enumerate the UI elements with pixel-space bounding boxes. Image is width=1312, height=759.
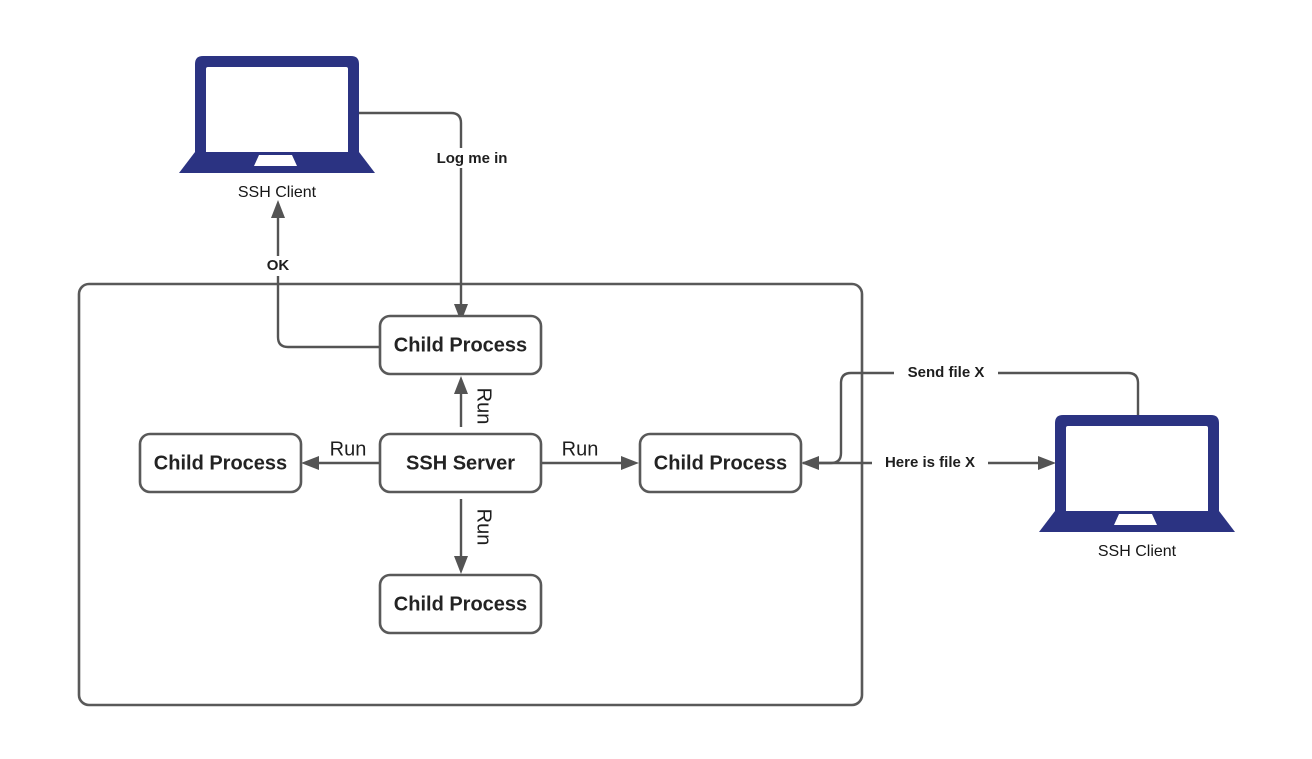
edge-label-log-me-in-text: Log me in <box>437 150 508 167</box>
device-ssh-client-right-label: SSH Client <box>1098 543 1177 560</box>
edge-label-run-right-text: Run <box>562 438 599 460</box>
node-ssh-server[interactable]: SSH Server <box>378 432 543 494</box>
edge-label-send-file-x-text: Send file X <box>908 364 985 381</box>
node-child-process-bottom[interactable]: Child Process <box>378 573 543 635</box>
node-ssh-server-box[interactable] <box>378 432 543 494</box>
edge-label-ok: OK <box>258 256 289 276</box>
edge-log-me-in-line <box>357 111 463 312</box>
node-child-process-bottom-box[interactable] <box>378 573 543 635</box>
edge-log-me-in <box>357 111 468 322</box>
edge-label-run-up: Run <box>473 388 495 425</box>
edge-run-up <box>454 376 468 427</box>
edge-label-here-is-file-x-bg <box>872 453 988 473</box>
server-host-container <box>77 282 864 707</box>
node-child-process-top-box[interactable] <box>378 314 543 376</box>
laptop-top-screen-display <box>206 67 348 155</box>
edge-here-is-file-x-arrowhead <box>1038 456 1056 470</box>
edge-label-send-file-x: Send file X <box>894 363 998 383</box>
edge-label-run-up-text: Run <box>473 388 495 425</box>
edge-ok-arrowhead <box>271 200 285 218</box>
edge-label-run-left: Run <box>325 437 371 460</box>
edge-label-run-left-text: Run <box>330 438 367 460</box>
edge-label-run-left-bg <box>325 437 371 459</box>
node-child-process-right-label: Child Process <box>654 452 787 474</box>
edge-label-run-right-bg <box>557 437 603 459</box>
node-child-process-left-label: Child Process <box>154 452 287 474</box>
edge-run-up-arrowhead <box>454 376 468 394</box>
edge-label-log-me-in-bg <box>412 148 512 168</box>
edge-run-down <box>454 499 468 574</box>
edge-ok <box>271 200 380 349</box>
edge-label-here-is-file-x: Here is file X <box>872 453 988 473</box>
node-ssh-server-label: SSH Server <box>406 452 515 474</box>
edge-label-ok-text: OK <box>267 257 290 274</box>
device-ssh-client-top[interactable]: SSH Client <box>179 56 375 201</box>
laptop-right-notch <box>1114 514 1157 525</box>
edge-label-here-is-file-x-text: Here is file X <box>885 454 975 471</box>
edge-label-send-file-x-bg <box>894 363 998 383</box>
edge-run-left <box>301 456 380 470</box>
edge-label-log-me-in: Log me in <box>412 148 512 168</box>
node-child-process-top[interactable]: Child Process <box>378 314 543 376</box>
laptop-top-notch <box>254 155 297 166</box>
node-child-process-right-box[interactable] <box>638 432 803 494</box>
node-child-process-top-label: Child Process <box>394 334 527 356</box>
edge-label-run-down-text: Run <box>473 509 495 546</box>
node-child-process-right[interactable]: Child Process <box>638 432 803 494</box>
node-child-process-bottom-label: Child Process <box>394 593 527 615</box>
edge-run-right <box>541 456 639 470</box>
device-ssh-client-top-label: SSH Client <box>238 184 317 201</box>
edge-log-me-in-arrowhead <box>454 304 468 322</box>
node-child-process-left[interactable]: Child Process <box>138 432 303 494</box>
edge-label-run-down: Run <box>473 509 495 546</box>
edge-label-run-right: Run <box>557 437 603 460</box>
device-ssh-client-right[interactable]: SSH Client <box>1039 415 1235 560</box>
edge-run-down-arrowhead <box>454 556 468 574</box>
edge-label-ok-bg <box>258 256 288 276</box>
node-child-process-left-box[interactable] <box>138 432 303 494</box>
laptop-right-screen-display <box>1066 426 1208 514</box>
edge-run-right-arrowhead <box>621 456 639 470</box>
edge-ok-line <box>276 210 380 349</box>
edge-run-left-arrowhead <box>301 456 319 470</box>
edge-send-file-x-line <box>811 371 1140 465</box>
